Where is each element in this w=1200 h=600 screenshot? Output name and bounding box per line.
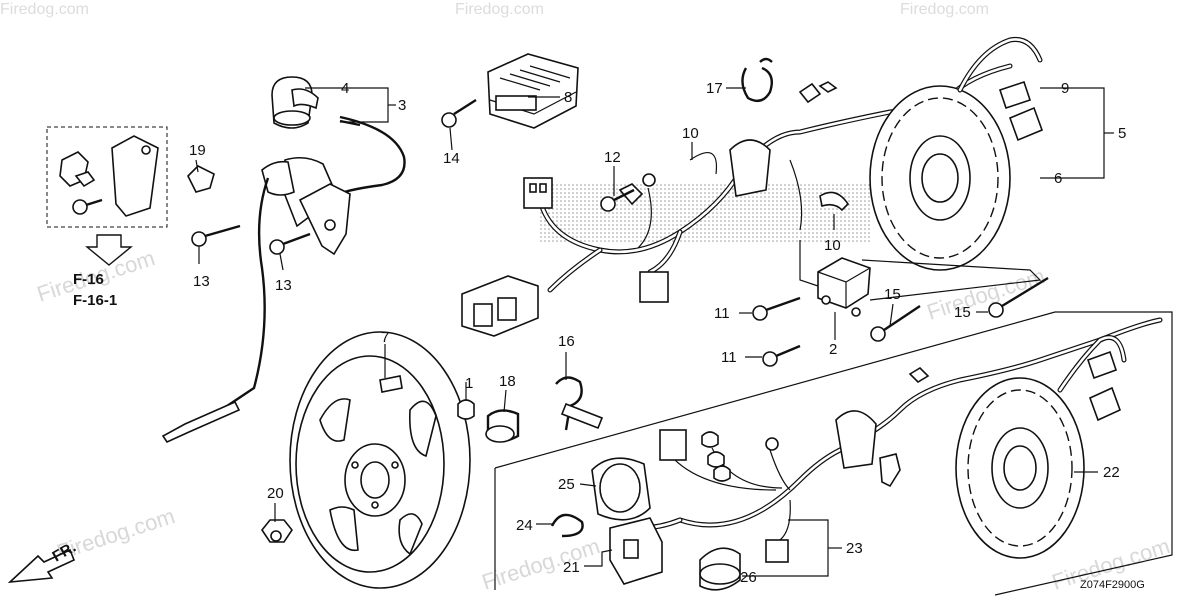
stator-upper xyxy=(869,36,1044,271)
callout-15: 15 xyxy=(884,286,901,303)
callout-14: 14 xyxy=(443,150,460,167)
regulator-rectifier xyxy=(487,53,579,129)
callout-20: 20 xyxy=(267,485,284,502)
flywheel xyxy=(289,331,471,589)
callout-9: 9 xyxy=(1061,80,1069,97)
clamp xyxy=(741,57,773,103)
callout-2: 2 xyxy=(829,341,837,358)
callout-1: 1 xyxy=(465,375,473,392)
callout-3: 3 xyxy=(398,97,406,114)
watermark-text: Firedog.com xyxy=(0,1,89,18)
callout-26: 26 xyxy=(740,569,757,586)
callout-16: 16 xyxy=(558,333,575,350)
callout-22: 22 xyxy=(1103,464,1120,481)
callout-10: 10 xyxy=(682,125,699,142)
callout-11: 11 xyxy=(714,305,730,322)
callout-24: 24 xyxy=(516,517,533,534)
reference-f-16: F-16 xyxy=(73,271,104,288)
watermark-text: Firedog.com xyxy=(924,263,1048,325)
callout-13: 13 xyxy=(193,273,210,290)
callout-4: 4 xyxy=(341,80,349,97)
callout-23: 23 xyxy=(846,540,863,557)
callout-25: 25 xyxy=(558,476,575,493)
watermark-text: Firedog.com xyxy=(455,1,544,18)
callout-11b: 11 xyxy=(721,349,737,366)
callouts: 1 2 3 4 5 6 7 8 9 10 10 11 11 12 13 13 1… xyxy=(189,80,1126,586)
callout-15b: 15 xyxy=(954,304,971,321)
callout-17: 17 xyxy=(706,80,723,97)
callout-21: 21 xyxy=(563,559,580,576)
callout-7: 7 xyxy=(381,329,389,346)
callout-5: 5 xyxy=(1118,125,1126,142)
upper-harness xyxy=(461,63,1013,337)
callout-8: 8 xyxy=(564,89,572,106)
lower-small-parts xyxy=(550,457,741,591)
callout-12: 12 xyxy=(604,149,621,166)
lower-harness xyxy=(609,317,1163,585)
ignition-coil xyxy=(161,76,406,444)
front-direction-marker: FR. xyxy=(7,539,79,584)
stator-lower xyxy=(955,335,1127,559)
leader-lines xyxy=(195,87,1114,577)
callout-18: 18 xyxy=(499,373,516,390)
callout-13b: 13 xyxy=(275,277,292,294)
ignition-module xyxy=(817,257,871,317)
callout-10b: 10 xyxy=(824,237,841,254)
lower-kit-box xyxy=(494,311,1173,596)
watermark-text: Firedog.com xyxy=(900,1,989,18)
watermark-text: Firedog.com xyxy=(479,533,603,595)
small-parts xyxy=(261,376,604,543)
reference-f-16-1: F-16-1 xyxy=(73,292,117,309)
callout-6: 6 xyxy=(1054,170,1062,187)
bracket-inset: F-16 F-16-1 xyxy=(46,126,168,309)
callout-19: 19 xyxy=(189,142,206,159)
drawing-code: Z074F2900G xyxy=(1080,579,1145,591)
